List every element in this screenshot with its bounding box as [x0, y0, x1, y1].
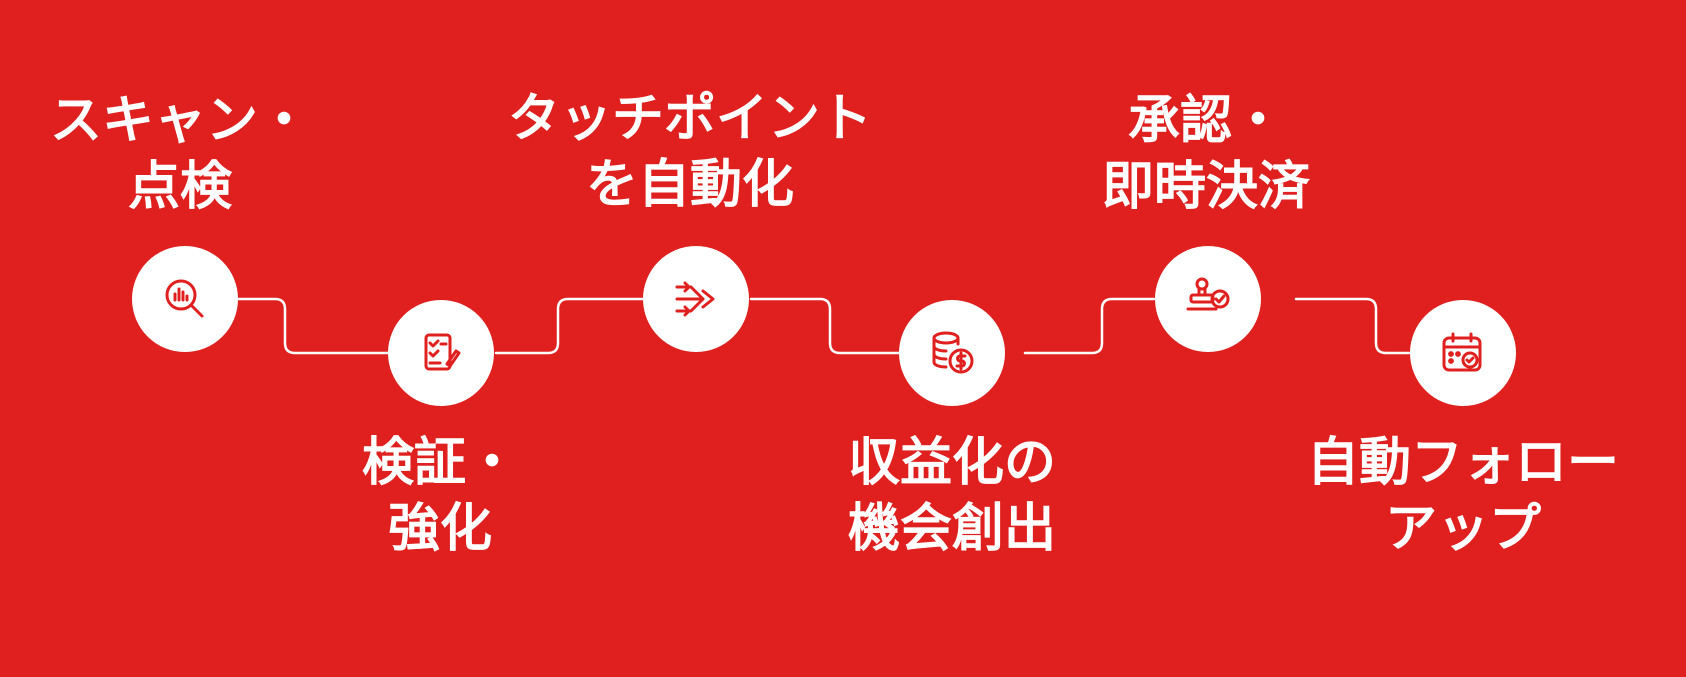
checklist-pen-icon [424, 333, 461, 371]
step-6-node [1410, 300, 1516, 406]
step-5-node [1155, 246, 1261, 352]
magnifier-chart-icon [165, 279, 204, 318]
arrows-merge-icon [675, 281, 715, 317]
step-3-node [643, 246, 749, 352]
step-3-label: タッチポイント を自動化 [507, 89, 872, 215]
coins-dollar-icon [932, 331, 974, 374]
connector-1-2 [233, 297, 392, 355]
connector-4-5 [1023, 297, 1156, 355]
connector-5-6 [1294, 297, 1411, 355]
connector-3-4 [749, 297, 901, 355]
step-1-label: スキャン・ 点検 [49, 91, 310, 217]
step-2-node [388, 300, 494, 406]
step-4-label: 収益化の 機会創出 [847, 433, 1056, 559]
calendar-check-icon [1442, 332, 1482, 372]
step-4-node [899, 300, 1005, 406]
step-2-label: 検証・ 強化 [361, 433, 518, 559]
connector-2-3 [494, 297, 647, 355]
step-5-label: 承認・ 即時決済 [1101, 91, 1310, 217]
step-6-label: 自動フォロー アップ [1306, 433, 1619, 559]
approval-stamp-icon [1186, 277, 1230, 311]
step-1-node [132, 246, 238, 352]
